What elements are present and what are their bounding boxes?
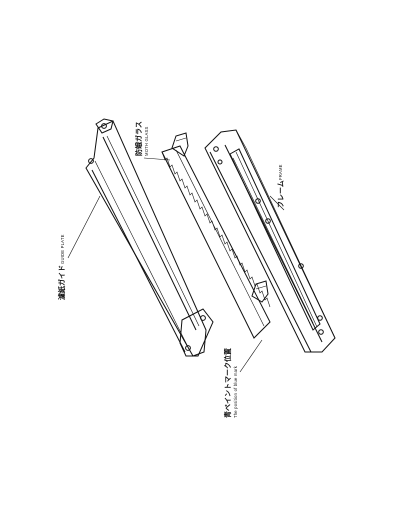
guide-plate-label-jp: 濾紙ガイド xyxy=(57,265,66,300)
paint-mark-label-jp: 青ペイントマーク位置 xyxy=(223,348,232,418)
frame-label-jp: フレーム xyxy=(277,180,285,208)
moth-glass-label: 防蛾ガラス MOTH GLASS xyxy=(134,121,149,156)
moth-glass xyxy=(161,132,271,339)
leader-lines xyxy=(67,157,285,373)
guide-plate xyxy=(85,118,214,357)
frame-label: フレーム FRAME xyxy=(277,164,285,208)
paint-mark-label-en: The position of blue mark xyxy=(233,365,238,418)
frame xyxy=(204,129,336,353)
moth-glass-label-en: MOTH GLASS xyxy=(144,127,149,156)
frame-label-en: FRAME xyxy=(278,164,283,180)
guide-plate-label-en: GUIDE PLATE xyxy=(60,234,65,264)
paint-mark-label: 青ペイントマーク位置 The position of blue mark xyxy=(223,348,238,418)
moth-glass-label-jp: 防蛾ガラス xyxy=(134,121,143,156)
guide-plate-label: 濾紙ガイド GUIDE PLATE xyxy=(57,234,66,300)
